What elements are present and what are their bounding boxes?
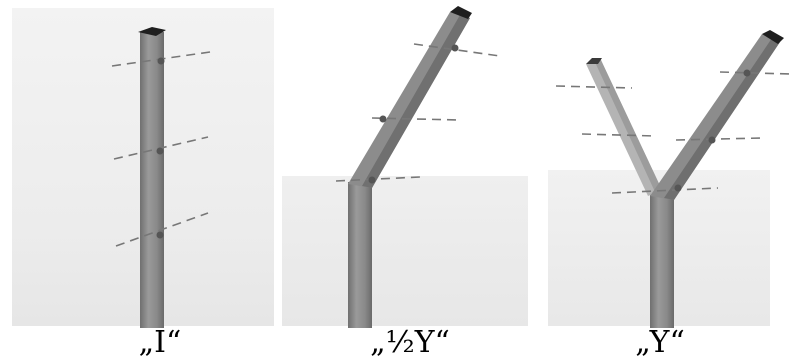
post-top-cap <box>762 30 784 44</box>
panel-background <box>282 176 528 326</box>
half-y-post <box>335 6 501 328</box>
barbed-wire-lines <box>555 71 791 194</box>
caption-half-y: „½Y“ <box>370 325 450 360</box>
post-right-arm-shade <box>664 38 780 200</box>
wire-clips <box>674 69 751 192</box>
wire-clips <box>368 44 459 184</box>
post-arm-shade <box>362 15 470 188</box>
wire-clips <box>156 57 165 239</box>
post-shaft <box>140 32 164 328</box>
i-post <box>111 27 211 328</box>
barbed-wire-lines <box>335 43 501 182</box>
post-shaft <box>650 194 674 328</box>
post-top-cap <box>586 58 602 64</box>
post-left-arm-shade <box>594 58 662 194</box>
caption-y: „Y“ <box>635 325 685 360</box>
post-top-cap <box>138 27 166 36</box>
post-top-cap <box>450 6 472 19</box>
caption-i: „I“ <box>138 325 182 360</box>
post-shaft <box>348 182 372 328</box>
y-post <box>555 30 791 328</box>
